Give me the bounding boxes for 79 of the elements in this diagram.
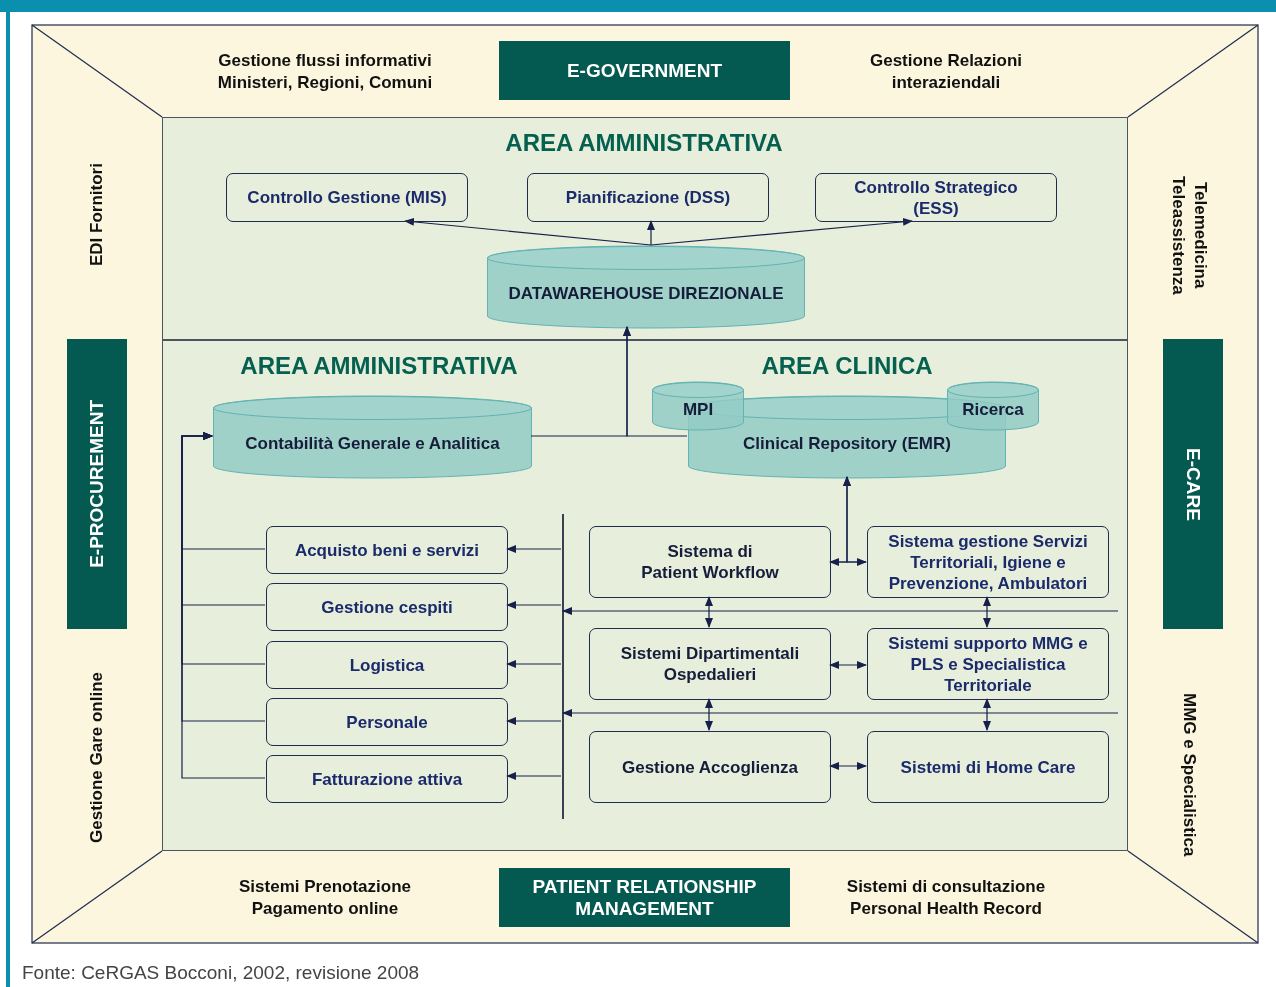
system-box	[867, 526, 1109, 598]
system-box	[266, 583, 508, 631]
banner-title: E-CARE	[1182, 447, 1204, 521]
arrow	[506, 545, 562, 553]
system-label: Sistemi di Home Care	[899, 756, 1077, 778]
database-label: Ricerca	[961, 399, 1025, 420]
system-box	[527, 173, 769, 222]
arrow	[562, 709, 1119, 717]
category-banner	[499, 868, 790, 927]
arrow	[829, 661, 867, 669]
system-label: Sistemi Dipartimentali Ospedalieri	[619, 643, 801, 685]
system-box	[589, 628, 831, 700]
bus-line	[562, 514, 564, 819]
area-panel	[162, 117, 1128, 340]
database-cylinder	[213, 396, 532, 478]
system-label: Pianificazione (DSS)	[564, 187, 732, 208]
database-cylinder	[487, 246, 805, 328]
system-label: Acquisto beni e servizi	[293, 539, 481, 561]
system-box	[589, 731, 831, 803]
system-label: Controllo Strategico (ESS)	[853, 176, 1019, 219]
area-note: Telemedicina Teleassistenza	[1168, 174, 1211, 297]
category-banner	[67, 339, 127, 629]
arrow	[181, 432, 266, 779]
system-label: Fatturazione attiva	[310, 768, 464, 790]
banner-title: E-GOVERNMENT	[565, 59, 724, 82]
system-label: Gestione Accoglienza	[621, 756, 799, 778]
arrow	[506, 717, 562, 725]
system-label: Sistema gestione Servizi Territoriali, Igiene e Prevenzione, Ambulatori	[887, 530, 1089, 594]
arrow	[506, 660, 562, 668]
system-label: Personale	[345, 711, 429, 733]
arrow	[829, 762, 867, 770]
arrow	[983, 596, 991, 628]
area-note: Sistemi di consultazione Personal Health Record	[845, 876, 1047, 920]
system-label: Logistica	[348, 654, 426, 676]
arrow	[647, 220, 655, 246]
system-label: Controllo Gestione (MIS)	[246, 187, 448, 208]
area-note: Gestione Relazioni interaziendali	[868, 50, 1024, 94]
area-note: MMG e Specialistica	[1179, 692, 1200, 859]
arrow	[623, 326, 688, 437]
system-box	[589, 526, 831, 598]
category-banner	[499, 41, 790, 100]
area-note: Gestione Gare online	[86, 671, 107, 846]
area-note: EDI Fornitori	[86, 162, 107, 269]
source-caption: Fonte: CeRGAS Bocconi, 2002, revisione 2008	[22, 962, 420, 984]
system-label: Gestione cespiti	[320, 596, 454, 618]
system-box	[867, 628, 1109, 700]
database-cylinder	[652, 382, 744, 430]
system-box	[266, 641, 508, 689]
arrow	[404, 217, 652, 246]
area-heading: AREA AMMINISTRATIVA	[239, 352, 519, 380]
arrow	[562, 607, 1119, 615]
category-banner	[1163, 339, 1223, 629]
database-label: Contabilità Generale e Analitica	[244, 432, 501, 454]
area-heading: AREA CLINICA	[760, 352, 934, 380]
arrow	[843, 476, 867, 563]
arrow	[705, 698, 713, 731]
area-note: Gestione flussi informativi Ministeri, Regioni, Comuni	[216, 50, 434, 94]
system-label: Sistemi supporto MMG e PLS e Specialistica Territoriale	[887, 632, 1089, 696]
area-panel	[162, 340, 1128, 851]
system-box	[266, 698, 508, 746]
database-label: MPI	[681, 399, 715, 420]
system-box	[815, 173, 1057, 222]
system-box	[867, 731, 1109, 803]
area-note: Sistemi Prenotazione Pagamento online	[238, 876, 412, 920]
system-box	[226, 173, 468, 222]
banner-title: E-PROCUREMENT	[86, 400, 108, 568]
database-cylinder	[947, 382, 1039, 430]
arrow	[650, 217, 913, 246]
system-label: Sistema di Patient Workflow	[640, 541, 780, 583]
arrow	[983, 698, 991, 731]
arrow	[506, 772, 562, 780]
arrow	[705, 596, 713, 628]
arrow	[506, 601, 562, 609]
area-heading: AREA AMMINISTRATIVA	[504, 129, 784, 157]
system-box	[266, 755, 508, 803]
database-label: DATAWAREHOUSE DIREZIONALE	[507, 282, 785, 304]
database-label: Clinical Repository (EMR)	[742, 432, 952, 454]
system-box	[266, 526, 508, 574]
banner-title: PATIENT RELATIONSHIP MANAGEMENT	[531, 875, 758, 920]
